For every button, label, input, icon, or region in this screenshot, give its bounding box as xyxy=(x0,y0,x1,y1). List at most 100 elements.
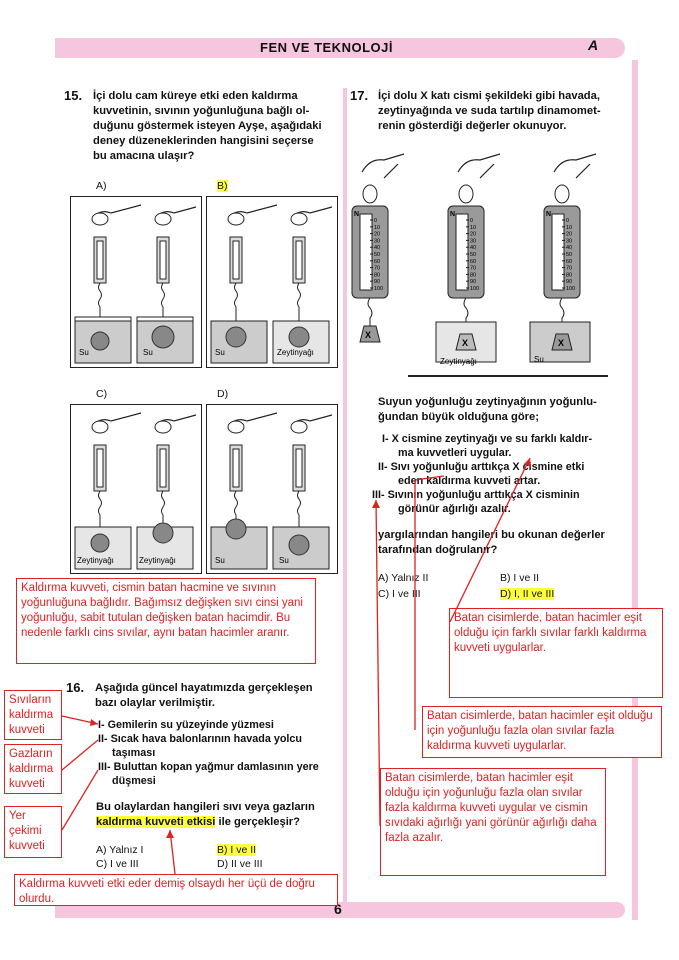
tick-label: 90 xyxy=(470,279,476,285)
liquid-label: Su xyxy=(143,348,153,357)
dynamometer-water: X Su xyxy=(529,153,597,364)
q17-note-2: Batan cisimlerde, batan hacimler eşit ol… xyxy=(422,706,662,758)
tick-label: 80 xyxy=(470,272,476,278)
tick-label: 10 xyxy=(374,225,380,231)
q16-question: Bu olaylardan hangileri sıvı veya gazlar… xyxy=(96,801,315,828)
q17-option-d: D) I, II ve III xyxy=(500,588,555,600)
tick-label: 50 xyxy=(470,252,476,258)
unit-label: N xyxy=(546,211,551,218)
tick-label: 40 xyxy=(470,245,476,251)
tick-label: 90 xyxy=(566,279,572,285)
tick-label: 80 xyxy=(566,272,572,278)
tick-label: 0 xyxy=(374,218,377,224)
liquid-label: Zeytinyağı xyxy=(277,348,314,357)
unit-label: N xyxy=(450,211,455,218)
tick-label: 40 xyxy=(374,245,380,251)
q15-explanation-note: Kaldırma kuvveti, cismin batan hacmine v… xyxy=(16,578,316,664)
body-label: X xyxy=(462,338,468,348)
tick-label: 50 xyxy=(374,252,380,258)
liquid-label: Su xyxy=(215,348,225,357)
arrow xyxy=(61,739,99,771)
q17-text: İçi dolu X katı cismi şekildeki gibi hav… xyxy=(378,90,601,132)
arrow xyxy=(169,829,176,875)
footer-bar xyxy=(55,902,625,918)
q16-bottom-note: Kaldırma kuvveti etki eder demiş olsaydı… xyxy=(14,874,338,906)
column-divider xyxy=(343,88,347,910)
q16-option-a: A) Yalnız I xyxy=(96,844,144,856)
tick-label: 70 xyxy=(470,266,476,272)
tick-label: 20 xyxy=(374,232,380,238)
q16-side-note-2: Gazların kaldırma kuvveti xyxy=(4,744,62,794)
dynamometer-air: X xyxy=(351,153,405,343)
body-label: X xyxy=(558,338,564,348)
q15-option-d-label: D) xyxy=(217,388,229,400)
tick-label: 20 xyxy=(566,232,572,238)
q17-option-c: C) I ve III xyxy=(378,588,421,600)
tick-label: 10 xyxy=(470,225,476,231)
unit-label: N xyxy=(354,211,359,218)
q16-side-note-3: Yer çekimi kuvveti xyxy=(4,806,62,858)
tick-label: 50 xyxy=(566,252,572,258)
liquid-label: Zeytinyağı xyxy=(77,556,114,565)
q15-setup-c: Zeytinyağı Zeytinyağı xyxy=(74,412,197,570)
dynamometer-oil: X Zeytinyağı xyxy=(435,153,501,366)
liquid-label: Zeytinyağı xyxy=(440,357,477,366)
liquid-label: Zeytinyağı xyxy=(139,556,176,565)
q17-number: 17. xyxy=(350,88,369,103)
tick-label: 90 xyxy=(374,279,380,285)
q17-statements: I- X cismine zeytinyağı ve su farklı kal… xyxy=(372,433,593,515)
q17-note-3: Batan cisimlerde, batan hacimler eşit ol… xyxy=(380,768,606,876)
page-title: FEN VE TEKNOLOJİ xyxy=(260,40,393,55)
q16-option-b: B) I ve II xyxy=(217,844,257,856)
body-label: X xyxy=(365,330,371,340)
q17-option-a: A) Yalnız II xyxy=(378,572,429,584)
liquid-label: Su xyxy=(215,556,225,565)
q15-panel-c: Zeytinyağı Zeytinyağı xyxy=(70,404,202,574)
tick-label: 100 xyxy=(374,286,383,292)
q17-option-b: B) I ve II xyxy=(500,572,540,584)
tick-label: 100 xyxy=(470,286,479,292)
liquid-label: Su xyxy=(279,556,289,565)
q15-panel-b: Su Zeytinyağı xyxy=(206,196,338,368)
tick-label: 80 xyxy=(374,272,380,278)
q15-setup-b: Su Zeytinyağı xyxy=(210,204,333,364)
tick-label: 70 xyxy=(374,266,380,272)
tick-label: 60 xyxy=(566,259,572,265)
q17-note-1: Batan cisimlerde, batan hacimler eşit ol… xyxy=(449,608,663,698)
tick-label: 30 xyxy=(374,238,380,244)
tick-label: 10 xyxy=(566,225,572,231)
tick-label: 60 xyxy=(470,259,476,265)
right-edge-bar xyxy=(632,60,638,920)
tick-label: 40 xyxy=(566,245,572,251)
dynamometer-ticks: 0102030405060708090100010203040506070809… xyxy=(370,218,575,292)
q16-option-c: C) I ve III xyxy=(96,858,139,870)
tick-label: 70 xyxy=(566,266,572,272)
booklet-letter: A xyxy=(588,37,599,53)
q16-items: I- Gemilerin su yüzeyinde yüzmesi II- Sı… xyxy=(98,719,319,787)
q15-option-c-label: C) xyxy=(96,388,108,400)
q15-number: 15. xyxy=(64,88,83,103)
q17-ask: yargılarından hangileri bu okunan değerl… xyxy=(378,529,605,556)
tick-label: 60 xyxy=(374,259,380,265)
q15-option-a-label: A) xyxy=(96,180,107,192)
q16-side-note-1: Sıvıların kaldırma kuvveti xyxy=(4,690,62,740)
page-number: 6 xyxy=(334,901,342,917)
q15-setup-a: Su Su xyxy=(74,204,197,364)
arrow xyxy=(61,715,99,725)
tick-label: 0 xyxy=(470,218,473,224)
liquid-label: Su xyxy=(79,348,89,357)
q15-option-b-label: B) xyxy=(217,180,228,192)
q16-number: 16. xyxy=(66,680,85,695)
arrow xyxy=(61,769,99,831)
header-bar xyxy=(55,38,625,58)
tick-label: 30 xyxy=(566,238,572,244)
q15-panel-a: Su Su xyxy=(70,196,202,368)
tick-label: 0 xyxy=(566,218,569,224)
q17-dynamometer-figure: X X Zeytinyağı X Su N N N 01020304050607… xyxy=(351,153,608,377)
tick-label: 30 xyxy=(470,238,476,244)
tick-label: 100 xyxy=(566,286,575,292)
q17-premise: Suyun yoğunluğu zeytinyağının yoğunlu-ğu… xyxy=(378,396,597,423)
q16-option-d: D) II ve III xyxy=(217,858,263,870)
